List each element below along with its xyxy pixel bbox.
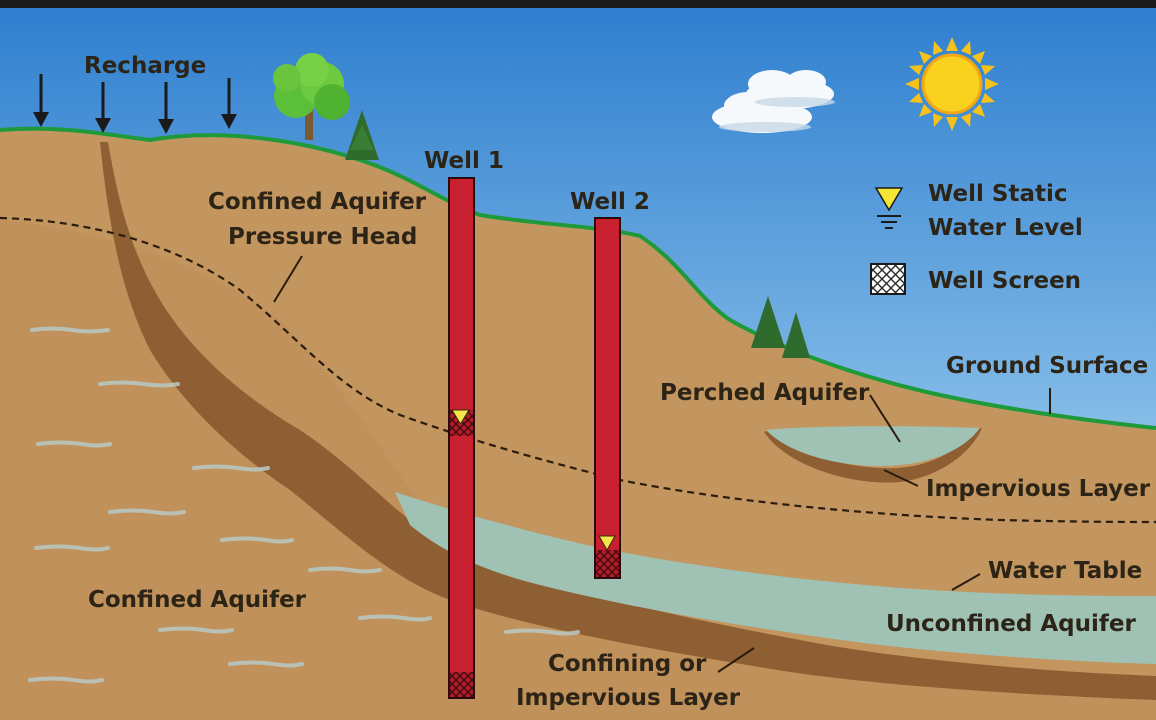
water-table-label: Water Table (988, 558, 1142, 584)
well-2-screen (596, 550, 619, 577)
well-1 (448, 177, 475, 699)
legend-static-label-line1: Well Static (928, 181, 1068, 207)
well-1-label: Well 1 (424, 148, 504, 174)
confining-layer-label-line1: Confining or (548, 651, 707, 677)
sun-icon (905, 37, 999, 131)
legend-well-screen-icon (870, 263, 906, 295)
unconfined-aquifer (395, 492, 1156, 664)
legend-static-label-line2: Water Level (928, 215, 1083, 241)
pine-tree-icon (751, 296, 810, 358)
pressure-head-label-line1: Confined Aquifer (208, 189, 427, 215)
pressure-head-label-line2: Pressure Head (228, 224, 417, 250)
cloud-shadow (719, 97, 835, 132)
legend-screen-label: Well Screen (928, 268, 1081, 294)
ground-surface-label: Ground Surface (946, 353, 1148, 379)
recharge-label: Recharge (84, 53, 206, 79)
confined-aquifer-label: Confined Aquifer (88, 587, 307, 613)
impervious-layer-label: Impervious Layer (926, 476, 1151, 502)
pressure-head-line (0, 216, 1156, 524)
well-1-water-level-icon (451, 409, 470, 425)
well-2 (594, 217, 621, 579)
perched-aquifer (766, 426, 980, 466)
leader-lines (273, 255, 1051, 673)
top-border (0, 0, 1156, 8)
deep-soil-shade (0, 220, 1156, 720)
perched-impervious-layer (764, 428, 982, 483)
well-1-screen (450, 672, 473, 697)
recharge-arrows (33, 74, 237, 134)
legend-water-level-icon (874, 187, 904, 229)
ground-surface-line (0, 126, 1156, 430)
pine-tree-icon (345, 110, 379, 160)
confining-layer-label-line2: Impervious Layer (516, 685, 741, 711)
well-2-label: Well 2 (570, 189, 650, 215)
tree-icon (273, 53, 350, 140)
water-ripples (28, 326, 580, 684)
perched-aquifer-label: Perched Aquifer (660, 380, 870, 406)
unconfined-aquifer-label: Unconfined Aquifer (886, 611, 1136, 637)
well-2-water-level-icon (598, 535, 616, 552)
